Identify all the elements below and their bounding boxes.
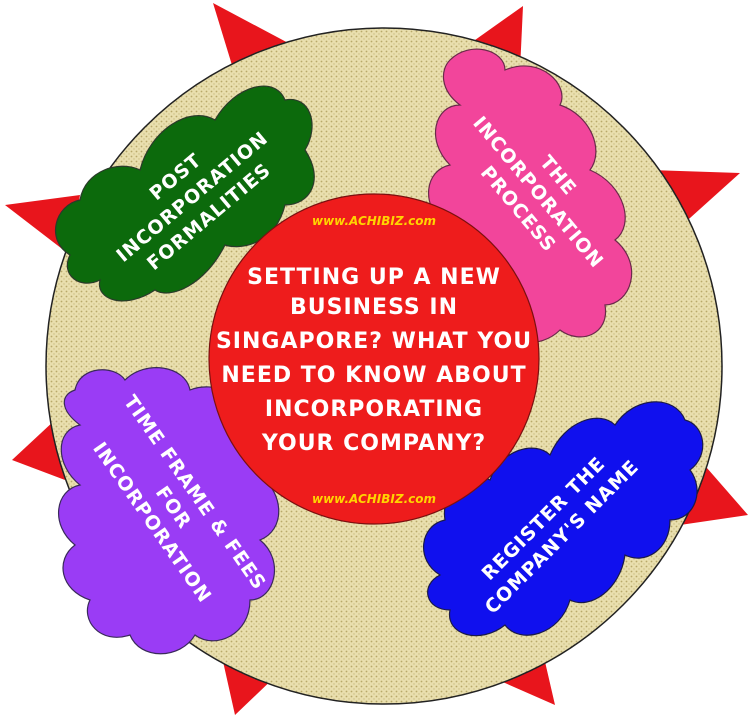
- cloud-shape-purple: [58, 367, 280, 655]
- url-bottom: www.ACHIBIZ.com: [312, 492, 436, 506]
- center-line-5: INCORPORATING: [265, 397, 483, 422]
- center-circle: [208, 193, 540, 525]
- center-line-6: YOUR COMPANY?: [261, 431, 486, 456]
- center-title: SETTING UP A NEW BUSINESS IN SINGAPORE? …: [216, 265, 532, 456]
- cloud-time-frame: TIME FRAME & FEES FOR INCORPORATION: [58, 367, 280, 655]
- cloud-shape-green: [54, 85, 315, 302]
- center-line-3: SINGAPORE? WHAT YOU: [216, 329, 532, 354]
- center-line-1: SETTING UP A NEW: [247, 265, 501, 290]
- cloud-register-name: REGISTER THE COMPANY'S NAME: [423, 401, 704, 637]
- cloud-shape-blue: [423, 401, 704, 637]
- center-line-4: NEED TO KNOW ABOUT: [221, 363, 526, 388]
- spike-top-left: [213, 3, 292, 75]
- spike-left-lower: [12, 420, 65, 480]
- url-top: www.ACHIBIZ.com: [312, 214, 436, 228]
- center-line-2: BUSINESS IN: [290, 295, 458, 320]
